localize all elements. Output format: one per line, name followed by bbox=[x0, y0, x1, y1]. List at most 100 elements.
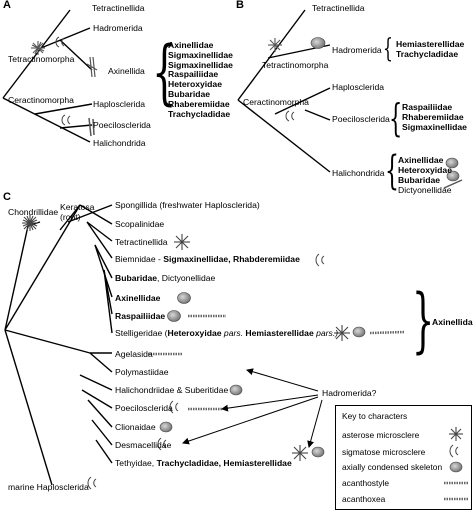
sigma-icon bbox=[449, 444, 459, 458]
acanthoxea-icon bbox=[369, 330, 406, 335]
b-poecilosclerida-brace: { bbox=[389, 96, 403, 140]
key-item: asterose microsclere bbox=[342, 430, 420, 440]
key-title: Key to characters bbox=[342, 411, 408, 421]
a-family-item: Trachycladidae bbox=[168, 108, 231, 119]
character-icons bbox=[22, 36, 463, 490]
panel-a-tree bbox=[2, 9, 93, 143]
c-keratosa: Keratosa bbox=[60, 202, 95, 212]
c-biemnidae: Biemnidae - bbox=[115, 254, 164, 264]
chondrillidae-aster-icon bbox=[22, 215, 38, 231]
c-agelasida: Agelasida bbox=[115, 349, 153, 359]
a-tetractinomorpha: Tetractinomorpha bbox=[8, 54, 75, 64]
b-family-item: Heteroxyidae bbox=[398, 164, 452, 175]
axial-skeleton-icon bbox=[167, 310, 181, 322]
b-hadromerida-families: Hemiasterellidae Trachycladidae bbox=[396, 39, 465, 60]
c-axinellida: Axinellida bbox=[432, 317, 473, 327]
b-halichondrida-brace: { bbox=[385, 148, 399, 194]
aster-icon bbox=[334, 325, 350, 341]
a-halichondrida: Halichondrida bbox=[93, 138, 146, 148]
b-family-item: Raspailiidae bbox=[402, 102, 453, 112]
b-poecilosclerida-families: Raspailiidae Rhaberemiidae Sigmaxinellid… bbox=[402, 102, 467, 132]
c-marine-haplosclerida: marine Haplosclerida bbox=[8, 482, 89, 492]
a-family-item: Sigmaxinellidae bbox=[168, 59, 233, 70]
a-family-item: Bubaridae bbox=[168, 88, 211, 99]
axial-skeleton-icon bbox=[446, 170, 460, 182]
b-family-item: Rhaberemiidae bbox=[402, 111, 464, 122]
key-item: axially condensed skeleton bbox=[342, 462, 443, 472]
axial-skeleton-icon bbox=[86, 56, 98, 78]
key-icons bbox=[444, 427, 468, 501]
aster-icon bbox=[174, 234, 190, 250]
panel-b-tree bbox=[237, 9, 331, 173]
axial-skeleton-icon bbox=[229, 384, 243, 396]
a-poecilosclerida: Poecilosclerida bbox=[93, 120, 151, 130]
b-haplosclerida: Haplosclerida bbox=[332, 82, 385, 92]
c-halichondriidae: Halichondriidae & Suberitidae bbox=[115, 385, 229, 395]
c-dictyonellidae: , Dictyonellidae bbox=[157, 273, 216, 283]
b-family-item: Bubaridae bbox=[398, 174, 441, 185]
c-scopalinidae: Scopalinidae bbox=[115, 219, 165, 229]
c-axinellida-brace: } bbox=[412, 279, 435, 361]
aster-icon bbox=[268, 38, 282, 52]
acanthostyle-icon bbox=[88, 117, 95, 137]
a-hadromerida: Hadromerida bbox=[93, 23, 143, 33]
c-desmacellidae: Desmacellidae bbox=[115, 440, 172, 450]
aster-icon bbox=[449, 427, 463, 441]
key-item: acanthoxea bbox=[342, 494, 386, 504]
acanthoxea-icon bbox=[443, 179, 463, 189]
axial-skeleton-icon bbox=[311, 446, 325, 458]
a-family-item: Heteroxyidae bbox=[168, 79, 222, 90]
sigma-icon bbox=[55, 36, 65, 48]
b-family-item: Hemiasterellidae bbox=[396, 39, 465, 49]
a-axinellida: Axinellida bbox=[108, 66, 145, 76]
b-tetractinellida: Tetractinellida bbox=[312, 3, 365, 13]
c-tethyidae-row: Tethyidae, Trachycladidae, Hemiasterelli… bbox=[115, 458, 292, 468]
b-hadromerida: Hadromerida bbox=[332, 45, 382, 55]
axial-skeleton-icon bbox=[352, 326, 366, 338]
sigma-icon bbox=[169, 400, 179, 414]
a-family-list: Axinellidae Sigmaxinellidae Sigmaxinelli… bbox=[168, 40, 233, 119]
c-pars-2: pars.) bbox=[313, 328, 339, 338]
c-clionaidae: Clionaidae bbox=[115, 422, 156, 432]
b-hadromerida-brace: { bbox=[383, 34, 393, 64]
panel-a-label: A bbox=[3, 0, 11, 11]
key-item: sigmatose microsclere bbox=[342, 447, 426, 457]
a-tetractinellida: Tetractinellida bbox=[92, 3, 145, 13]
c-bubaridae-row: Bubaridae, Dictyonellidae bbox=[115, 273, 215, 283]
a-family-item: Rhaberemiidae bbox=[168, 98, 230, 109]
c-chondrillidae: Chondrillidae bbox=[8, 207, 59, 217]
c-bubaridae: Bubaridae bbox=[115, 273, 158, 283]
b-family-item: Trachycladidae bbox=[396, 48, 459, 59]
key-box: Key to characters asterose microsclere s… bbox=[335, 405, 472, 510]
c-spongillida: Spongillida (freshwater Haplosclerida) bbox=[115, 200, 260, 210]
axial-skeleton-icon bbox=[177, 292, 191, 304]
b-dictyonellidae: Dictyonellidae bbox=[398, 185, 452, 195]
c-stelligeridae-row: Stelligeridae (Heteroxyidae pars. Hemias… bbox=[115, 328, 338, 338]
axial-skeleton-icon bbox=[310, 37, 326, 49]
aster-icon bbox=[292, 445, 308, 461]
c-stelligeridae: Stelligeridae ( bbox=[115, 328, 168, 338]
b-halichondrida-families: Axinellidae Heteroxyidae Bubaridae bbox=[398, 155, 452, 185]
key-item: acanthostyle bbox=[342, 478, 390, 488]
c-polymastiidae: Polymastiidae bbox=[115, 367, 169, 377]
c-raspailiidae: Raspailiidae bbox=[115, 311, 166, 321]
panel-c-label: C bbox=[3, 191, 11, 203]
axial-skeleton-icon bbox=[445, 157, 459, 169]
c-tethyidae: Tethyidae, bbox=[115, 458, 157, 468]
sigma-icon bbox=[61, 114, 71, 126]
b-halichondrida: Halichondrida bbox=[332, 168, 385, 178]
c-biemnidae-bold: Sigmaxinellidae, Rhabderemiidae bbox=[163, 254, 300, 264]
c-tethyidae-bold: Trachycladidae, Hemiasterellidae bbox=[156, 458, 292, 468]
c-pars-1: pars. bbox=[221, 328, 246, 338]
sigma-icon bbox=[285, 110, 295, 122]
c-root: (root) bbox=[60, 212, 81, 222]
c-hadromerida-question: Hadromerida? bbox=[322, 388, 377, 398]
c-poecilosclerida: Poecilosclerida bbox=[115, 403, 173, 413]
b-family-item: Axinellidae bbox=[398, 155, 444, 165]
a-families-brace: { bbox=[152, 31, 177, 113]
sigma-icon bbox=[157, 437, 167, 451]
sigma-icon bbox=[315, 253, 325, 267]
a-haplosclerida: Haplosclerida bbox=[93, 99, 146, 109]
b-tetractinomorpha: Tetractinomorpha bbox=[262, 60, 329, 70]
